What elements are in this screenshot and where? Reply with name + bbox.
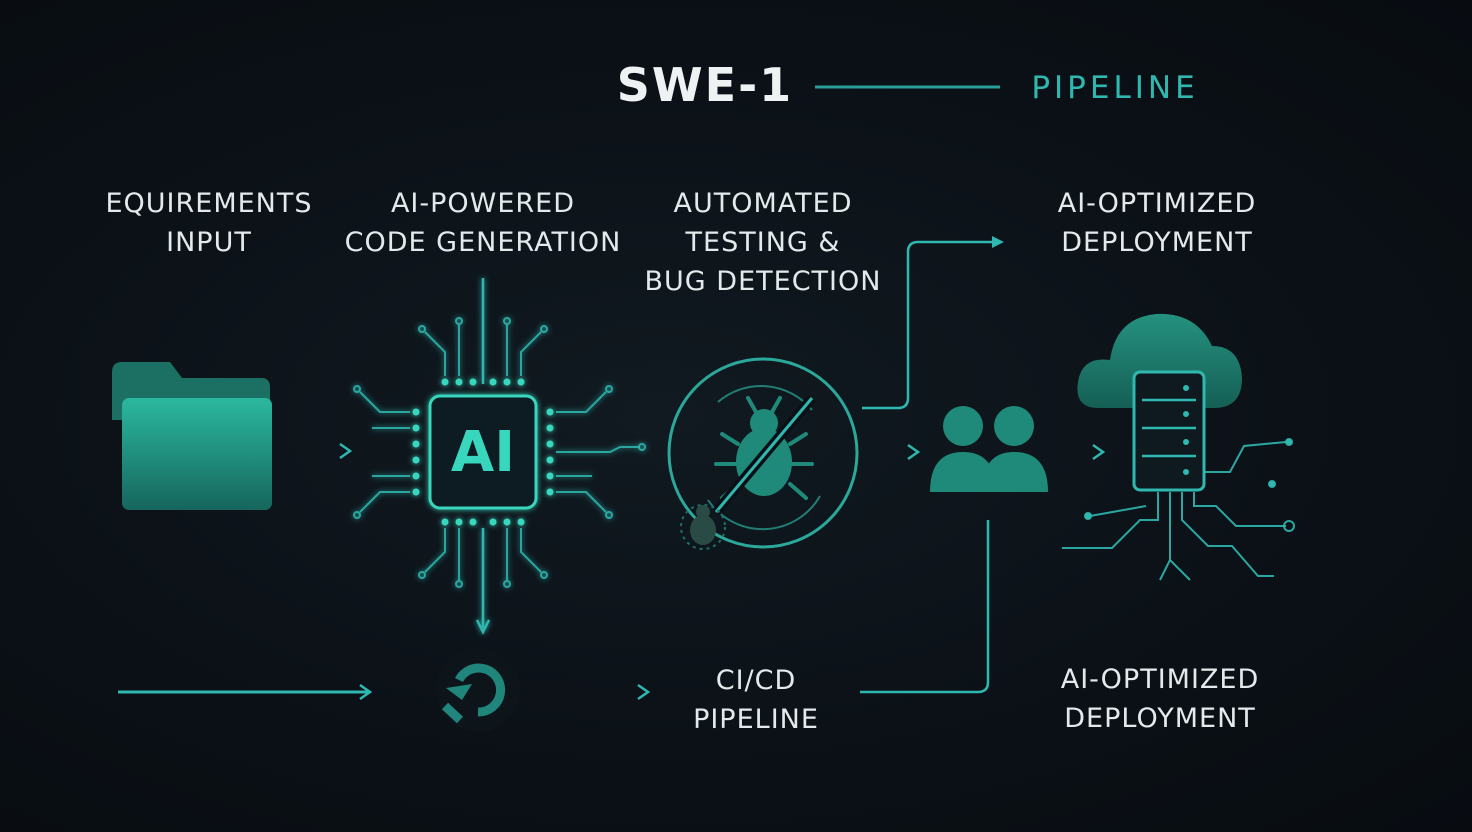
bug-icon — [667, 357, 859, 549]
sync-icon — [436, 648, 520, 732]
diagram-subtitle: PIPELINE — [1031, 70, 1199, 106]
arrow-input-to-chip — [290, 442, 353, 460]
circuit-lines-icon — [1062, 438, 1295, 581]
step-label-deployment-top: AI-OPTIMIZED DEPLOYMENT — [1057, 188, 1257, 258]
arrow-bug-to-deployment — [862, 236, 1004, 410]
arrow-sync-to-cicd — [565, 683, 651, 701]
cloud-server-icon — [1077, 313, 1242, 492]
diagram-title: SWE-1 — [616, 58, 794, 112]
cicd-to-users-connector — [860, 520, 990, 694]
step-label-code-generation: AI-POWERED CODE GENERATION — [344, 188, 622, 258]
bottom-input-arrow — [118, 683, 373, 701]
folder-icon — [112, 362, 272, 510]
ai-chip-label: AI — [450, 419, 516, 485]
users-icon — [930, 406, 1048, 492]
arrow-bug-to-users — [870, 443, 921, 461]
arrow-users-to-server — [1055, 443, 1106, 461]
step-label-deployment-bottom: AI-OPTIMIZED DEPLOYMENT — [1060, 664, 1260, 734]
small-bug-icon — [680, 504, 726, 550]
step-label-requirements: EQUIREMENTS INPUT — [105, 188, 313, 258]
step-label-testing: AUTOMATED TESTING & BUG DETECTION — [644, 188, 882, 297]
step-label-cicd: CI/CD PIPELINE — [693, 665, 819, 735]
ai-chip-icon — [353, 278, 646, 635]
